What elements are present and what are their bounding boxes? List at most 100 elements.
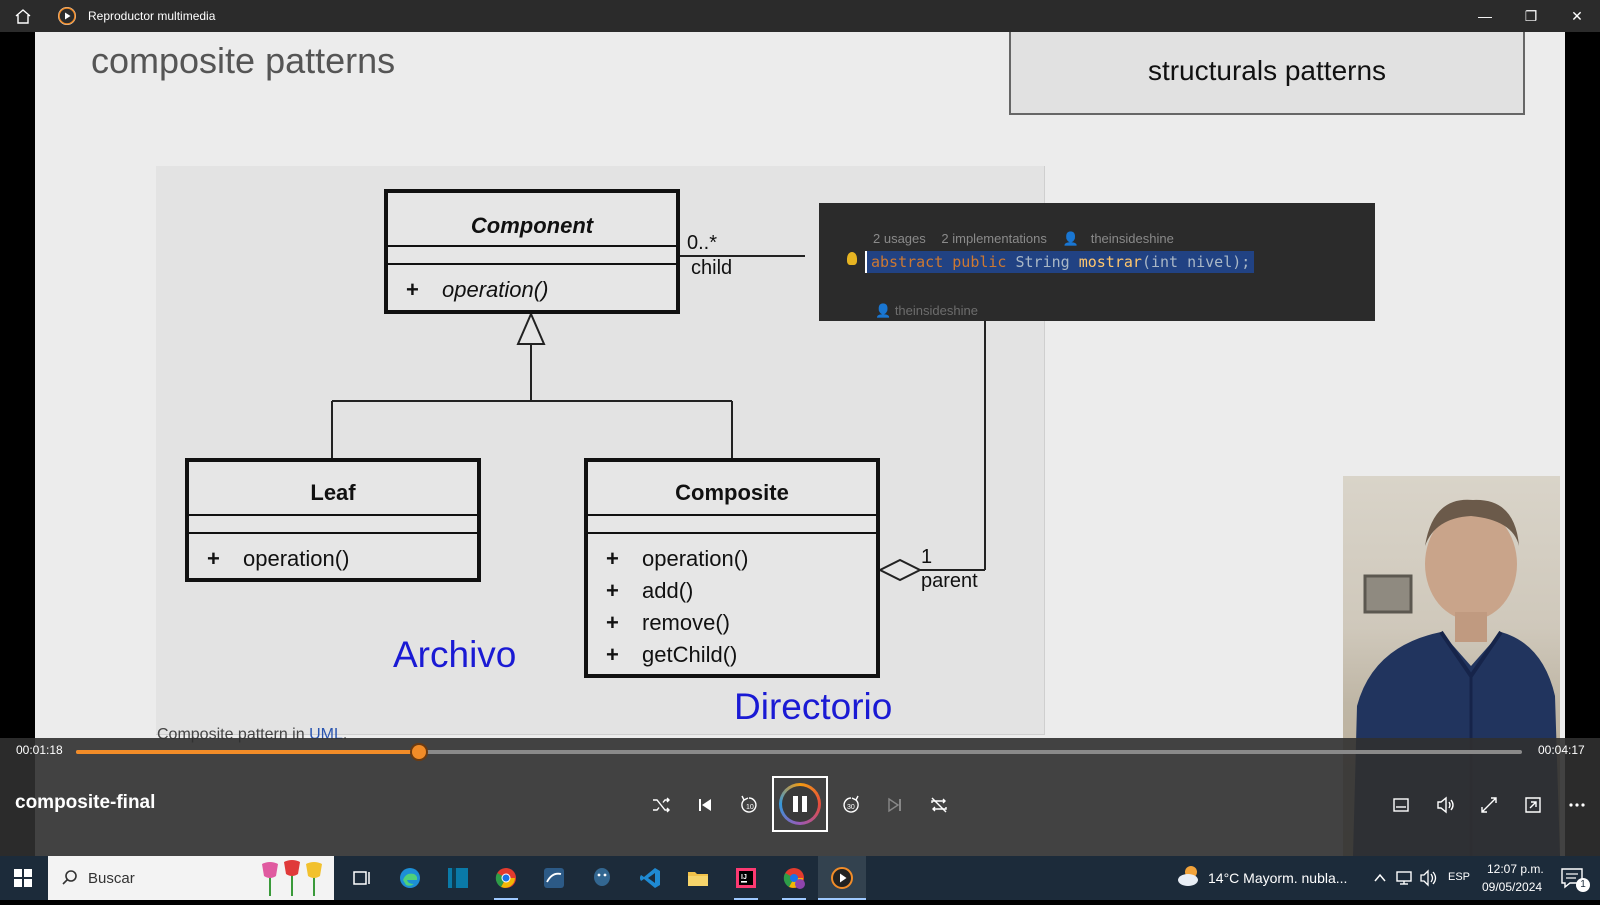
class-name: Composite bbox=[675, 480, 789, 505]
shuffle-icon[interactable] bbox=[646, 790, 676, 820]
media-title: composite-final bbox=[15, 792, 156, 813]
postgresql-icon[interactable] bbox=[578, 856, 626, 900]
lightbulb-icon bbox=[847, 252, 857, 265]
captions-icon[interactable] bbox=[1386, 790, 1416, 820]
app-icon-blue-panel[interactable] bbox=[434, 856, 482, 900]
operation-label: getChild() bbox=[642, 642, 738, 667]
rewind-10-icon[interactable]: 10 bbox=[734, 790, 764, 820]
windows-start-icon[interactable] bbox=[14, 869, 32, 887]
divider bbox=[189, 532, 477, 534]
plus-sign: + bbox=[207, 546, 220, 571]
maximize-button[interactable]: ❐ bbox=[1524, 8, 1538, 24]
previous-icon[interactable] bbox=[690, 790, 720, 820]
task-view-icon[interactable] bbox=[338, 856, 386, 900]
divider bbox=[388, 263, 676, 265]
role-child: child bbox=[691, 257, 733, 279]
title-bar: Reproductor multimedia — ❐ ✕ bbox=[0, 0, 1600, 32]
chrome-icon[interactable] bbox=[482, 856, 530, 900]
annotation-archivo: Archivo bbox=[393, 634, 517, 675]
close-button[interactable]: ✕ bbox=[1571, 8, 1583, 24]
multiplicity-parent: 1 bbox=[921, 546, 933, 568]
code-line: abstract public String mostrar(int nivel… bbox=[865, 251, 1255, 273]
weather-icon[interactable] bbox=[1174, 856, 1204, 900]
plus-sign: + bbox=[606, 610, 619, 635]
implementations-count: 2 implementations bbox=[941, 231, 1047, 246]
code-type: String bbox=[1015, 253, 1079, 271]
notifications-icon[interactable]: 1 bbox=[1556, 856, 1592, 900]
operation-label: operation() bbox=[442, 277, 549, 302]
seek-bar[interactable] bbox=[76, 745, 1522, 759]
forward-30-icon[interactable]: 30 bbox=[836, 790, 866, 820]
plus-sign: + bbox=[606, 642, 619, 667]
divider bbox=[588, 514, 876, 516]
file-explorer-icon[interactable] bbox=[674, 856, 722, 900]
author-icon: 👤 bbox=[875, 303, 892, 318]
tulips-icon bbox=[256, 860, 328, 896]
media-player-taskbar-icon[interactable] bbox=[818, 856, 866, 900]
window-title: Reproductor multimedia bbox=[88, 9, 216, 23]
author-name: theinsideshine bbox=[1090, 231, 1174, 246]
divider bbox=[588, 532, 876, 534]
mysql-workbench-icon[interactable] bbox=[530, 856, 578, 900]
total-time: 00:04:17 bbox=[1538, 743, 1585, 757]
taskbar: Buscar IJ bbox=[0, 856, 1600, 900]
player-controls: 00:01:18 00:04:17 composite-final 10 30 bbox=[0, 738, 1600, 856]
volume-icon[interactable] bbox=[1430, 790, 1460, 820]
mini-view-icon[interactable] bbox=[1518, 790, 1548, 820]
seek-thumb[interactable] bbox=[412, 745, 427, 759]
chrome-profile-icon[interactable] bbox=[770, 856, 818, 900]
presentation-slide: composite patterns structurals patterns … bbox=[35, 32, 1565, 856]
next-icon[interactable] bbox=[880, 790, 910, 820]
author-icon: 👤 bbox=[1062, 231, 1079, 246]
annotation-directorio: Directorio bbox=[734, 686, 893, 727]
svg-text:10: 10 bbox=[746, 804, 754, 811]
input-language[interactable]: ESP bbox=[1448, 871, 1471, 883]
plus-sign: + bbox=[406, 277, 419, 302]
operation: +operation() bbox=[207, 546, 349, 572]
pause-button[interactable] bbox=[772, 776, 828, 832]
slide-title: composite patterns bbox=[91, 40, 396, 81]
taskbar-search[interactable]: Buscar bbox=[48, 856, 334, 900]
code-meta: 2 usages 2 implementations 👤theinsideshi… bbox=[873, 231, 1186, 247]
home-icon[interactable] bbox=[14, 7, 32, 25]
section-header-box: structurals patterns bbox=[1009, 32, 1525, 115]
plus-sign: + bbox=[606, 546, 619, 571]
pause-icon bbox=[782, 786, 818, 822]
code-keyword: abstract public bbox=[871, 253, 1016, 271]
author-name: theinsideshine bbox=[894, 303, 978, 318]
chevron-up-icon[interactable] bbox=[1370, 856, 1390, 900]
seek-progress bbox=[76, 750, 420, 754]
operation: + getChild() bbox=[606, 642, 737, 668]
clock-date[interactable]: 09/05/2024 bbox=[1482, 880, 1543, 894]
network-icon[interactable] bbox=[1394, 856, 1416, 900]
clock-time[interactable]: 12:07 p.m. bbox=[1487, 862, 1544, 876]
class-name: Leaf bbox=[310, 480, 356, 505]
video-stage[interactable]: composite patterns structurals patterns … bbox=[0, 32, 1600, 856]
more-options-icon[interactable] bbox=[1562, 790, 1592, 820]
operation-label: remove() bbox=[642, 610, 731, 635]
class-name: Component bbox=[470, 213, 594, 238]
pause-ring bbox=[779, 783, 821, 825]
weather-text[interactable]: 14°C Mayorm. nubla... bbox=[1208, 870, 1348, 886]
speaker-icon[interactable] bbox=[1418, 856, 1440, 900]
operation: + remove() bbox=[606, 610, 730, 636]
current-time: 00:01:18 bbox=[16, 743, 63, 757]
operation-label: add() bbox=[642, 578, 694, 603]
fullscreen-icon[interactable] bbox=[1474, 790, 1504, 820]
code-popup: 2 usages 2 implementations 👤theinsideshi… bbox=[819, 203, 1375, 321]
vscode-icon[interactable] bbox=[626, 856, 674, 900]
operation: +operation() bbox=[606, 546, 748, 572]
divider bbox=[388, 245, 676, 247]
caption-suffix: . bbox=[342, 726, 348, 743]
minimize-button[interactable]: — bbox=[1478, 8, 1492, 24]
edge-browser-icon[interactable] bbox=[386, 856, 434, 900]
divider bbox=[189, 514, 477, 516]
svg-text:IJ: IJ bbox=[741, 874, 747, 881]
code-author-below: 👤 theinsideshine bbox=[875, 303, 978, 319]
media-player-app-icon bbox=[58, 7, 76, 25]
repeat-off-icon[interactable] bbox=[924, 790, 954, 820]
code-function: mostrar bbox=[1078, 253, 1142, 271]
code-params: (int nivel); bbox=[1141, 253, 1251, 271]
intellij-idea-icon[interactable]: IJ bbox=[722, 856, 770, 900]
section-header-text: structurals patterns bbox=[1147, 55, 1387, 86]
